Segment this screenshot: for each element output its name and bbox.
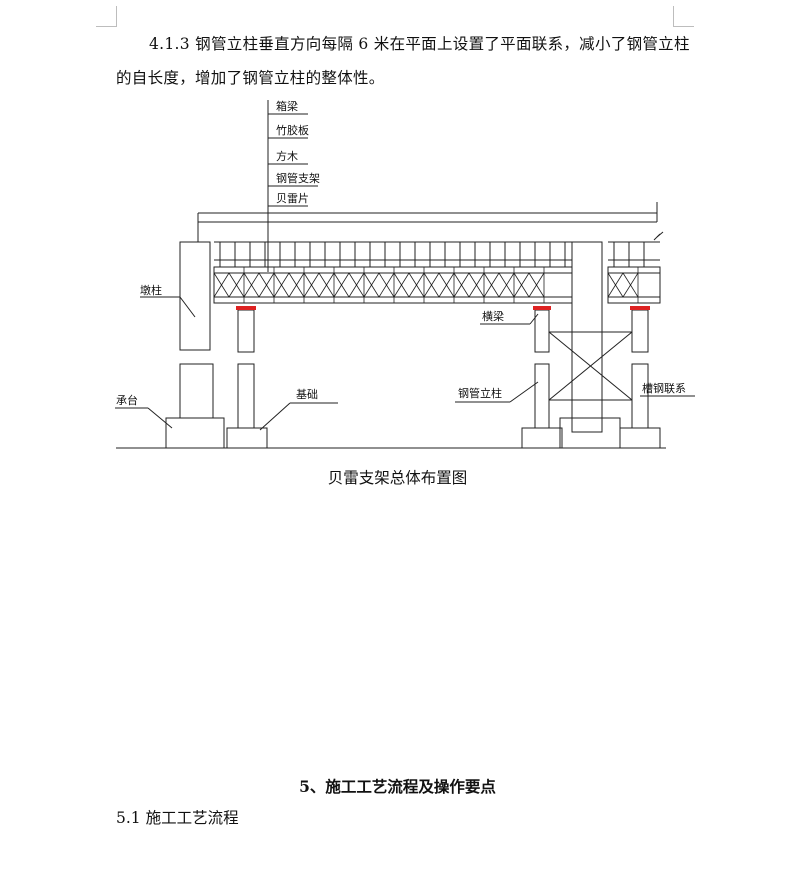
label-channel-bracing: 槽钢联系 [642, 382, 686, 395]
bailey-truss-right [607, 266, 661, 304]
pier-left [179, 241, 211, 351]
figure-caption: 贝雷支架总体布置图 [327, 469, 468, 487]
label-steel-pipe-support: 钢管支架 [276, 171, 320, 185]
bearing-cap [533, 306, 551, 310]
margin-mark-left [96, 6, 117, 27]
label-box-girder: 箱梁 [276, 99, 298, 113]
label-square-timber: 方木 [276, 149, 298, 163]
bearing-cap [236, 306, 256, 310]
bailey-truss-main [213, 266, 573, 304]
label-steel-pipe-column: 钢管立柱 [458, 386, 502, 400]
section-heading: 5、施工工艺流程及操作要点 [299, 777, 496, 796]
label-cap: 承台 [116, 393, 138, 407]
subsection-heading: 5.1 施工工艺流程 [116, 809, 239, 827]
bearing-cap [630, 306, 650, 310]
cap-left [165, 417, 225, 449]
label-pier: 墩柱 [140, 283, 162, 297]
paragraph-4-1-3: 4.1.3 钢管立柱垂直方向每隔 6 米在平面上设置了平面联系，减小了钢管立柱的… [116, 35, 690, 87]
label-cross-beam: 横梁 [482, 309, 504, 323]
bailey-support-diagram: 箱梁 竹胶板 方木 钢管支架 贝雷片 墩柱 横梁 承台 基础 钢管立柱 槽钢联系 [110, 92, 700, 454]
diagram-svg: 箱梁 竹胶板 方木 钢管支架 贝雷片 墩柱 横梁 承台 基础 钢管立柱 槽钢联系 [115, 99, 695, 449]
cross-beam-middle [534, 309, 550, 353]
pier-middle [571, 241, 603, 433]
cross-beam-right [631, 309, 649, 353]
cross-beam-left [237, 309, 255, 353]
label-foundation: 基础 [296, 388, 318, 401]
foundation-left [226, 427, 268, 449]
label-bailey-panel: 贝雷片 [276, 192, 309, 205]
margin-mark-right [673, 6, 694, 27]
label-bamboo-plywood: 竹胶板 [276, 123, 309, 137]
